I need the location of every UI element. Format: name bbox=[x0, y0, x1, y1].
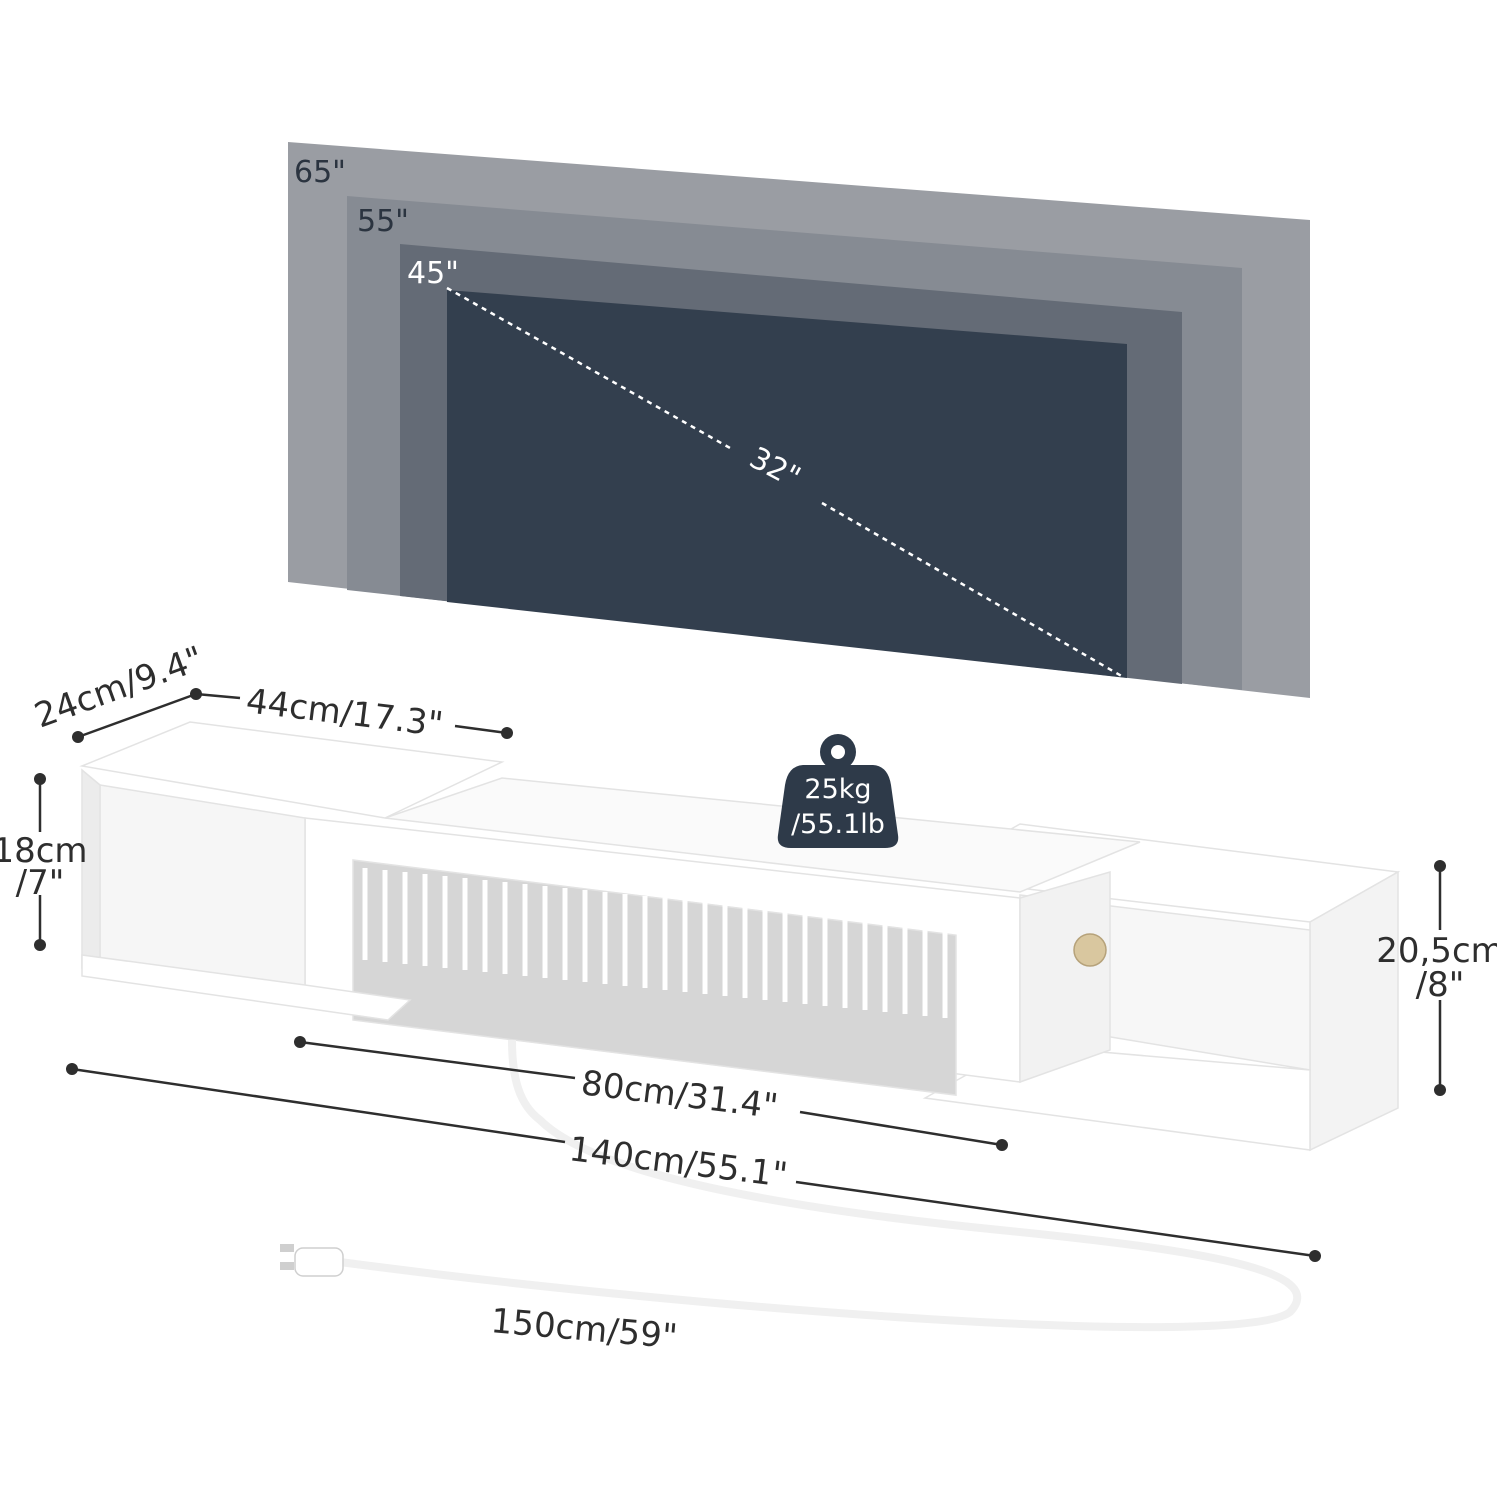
left-height-in-label: /7" bbox=[16, 863, 65, 903]
weight-kg-label: 25kg bbox=[804, 774, 871, 805]
left-module-bottom bbox=[81, 954, 412, 1021]
left-module-top bbox=[79, 721, 505, 819]
left-height-cm-label: 18cm bbox=[0, 831, 88, 871]
tv-stand bbox=[79, 721, 1401, 1332]
right-height-in-label: /8" bbox=[1416, 965, 1465, 1005]
center-module-side bbox=[1019, 871, 1111, 1084]
tv-label-55: 55" bbox=[357, 204, 409, 239]
weight-lb-label: /55.1lb bbox=[791, 809, 885, 840]
total-width-label: 140cm/55.1" bbox=[567, 1129, 790, 1195]
tv-label-45: 45" bbox=[407, 256, 459, 291]
drawer-handle bbox=[589, 870, 698, 894]
cord-length-label: 150cm/59" bbox=[489, 1301, 679, 1357]
tv-32-panel bbox=[447, 290, 1127, 678]
cable-grommet bbox=[1073, 933, 1107, 967]
right-height-cm-label: 20,5cm bbox=[1376, 931, 1497, 971]
weight-icon bbox=[777, 765, 899, 848]
dimension-lines bbox=[34, 688, 1446, 1262]
power-cord bbox=[339, 1039, 1301, 1332]
drawer-fluted-glass bbox=[362, 868, 948, 1018]
tv-diagonal-line-lower bbox=[821, 501, 1126, 680]
tv-label-65: 65" bbox=[294, 155, 346, 190]
tv-size-comparison: 65" 55" 45" 32" bbox=[288, 142, 1310, 698]
power-plug bbox=[280, 1244, 344, 1277]
center-width-label: 80cm/31.4" bbox=[579, 1063, 780, 1127]
weight-capacity-badge: 25kg /55.1lb bbox=[777, 734, 899, 848]
tv-diagonal-line-upper bbox=[446, 286, 731, 450]
right-module-back bbox=[1309, 870, 1399, 1152]
center-module-top bbox=[384, 777, 1141, 893]
